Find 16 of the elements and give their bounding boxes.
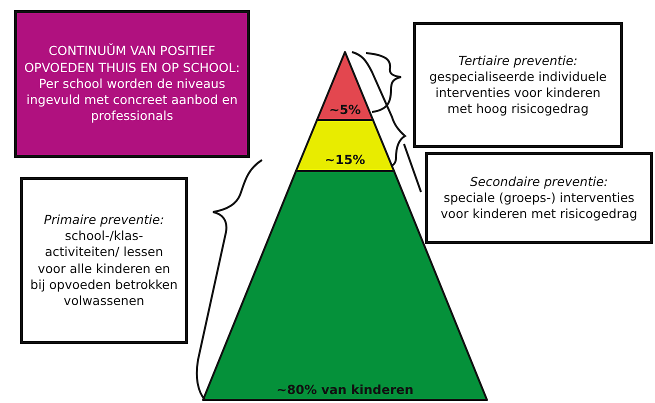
box-text: speciale (groeps-) interventies voor kinderen met risicogedrag: [440, 190, 638, 222]
box-heading: Tertiaire preventie:: [458, 52, 578, 69]
box-heading: CONTINUǓM VAN POSITIEF OPVOEDEN THUIS EN OP SCHOOL:: [23, 43, 241, 76]
text-box: [14, 10, 250, 158]
box-text: Per school worden de niveaus ingevuld met concreet aanbod en professionals: [25, 76, 239, 125]
text-box: [425, 152, 653, 244]
text-box: [20, 177, 188, 344]
box-text: school-/klas-activiteiten/ lessen voor alle kinderen en bij opvoeden betrokken volwassenen: [29, 228, 179, 310]
box-heading: Secondaire preventie:: [470, 174, 608, 190]
box-heading: Primaire preventie:: [44, 212, 164, 228]
percentage-label: ~5%: [329, 102, 361, 117]
pyramid-level: [317, 52, 373, 120]
percentage-label: ~80% van kinderen: [276, 382, 414, 397]
box-text: gespecialiseerde individuele interventies voor kinderen met hoog risicogedrag: [428, 68, 608, 118]
percentage-label: ~15%: [324, 152, 366, 167]
text-box: [413, 22, 623, 148]
